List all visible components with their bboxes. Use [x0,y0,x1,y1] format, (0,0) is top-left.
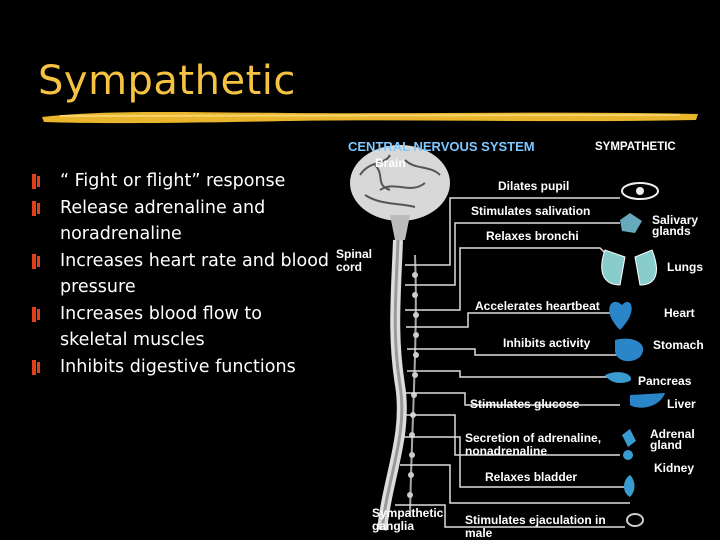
sympathetic-header: SYMPATHETIC [595,141,676,153]
adrenal-gland-icon [622,429,636,460]
sympathetic-ganglia-label: Sympathetic ganglia [372,506,444,533]
bullet-text: Increases blood flow to skeletal muscles [60,304,262,350]
brain-label: Brain [375,156,406,170]
organ-lungs-label: Lungs [667,260,703,274]
organ-pancreas-label: Pancreas [638,374,692,388]
sympathetic-diagram: CENTRAL NERVOUS SYSTEM SYMPATHETIC Brain… [330,135,720,540]
bullet-item: Release adrenaline and noradrenaline [30,195,330,247]
reproductive-organ-icon [626,513,644,527]
effect-stimulates-glucose: Stimulates glucose [470,397,580,411]
ganglia-chain-icon [407,254,419,516]
eye-icon [621,182,659,200]
organ-stomach-label: Stomach [653,338,704,352]
spinal-cord-icon [377,239,407,531]
kidney-icon [624,475,635,497]
lungs-icon [601,249,657,286]
bullet-marker-icon [32,360,40,375]
salivary-glands-icon [620,213,642,233]
effect-relaxes-bladder: Relaxes bladder [485,470,578,484]
organ-kidney-label: Kidney [654,461,695,475]
stomach-icon [615,338,644,362]
effect-inhibits-activity: Inhibits activity [503,336,591,350]
slide-title: Sympathetic [38,58,296,104]
bullet-text: Inhibits digestive functions [60,357,296,377]
bullet-item: Inhibits digestive functions [30,354,330,380]
heart-icon [609,301,632,330]
bullet-marker-icon [32,201,40,216]
bullet-item: Increases heart rate and blood pressure [30,248,330,300]
bullet-marker-icon [32,307,40,322]
effect-dilates-pupil: Dilates pupil [498,179,570,193]
diagram-graphics [350,145,665,531]
bullet-text: Increases heart rate and blood pressure [60,251,330,297]
bullet-marker-icon [32,174,40,189]
organ-heart-label: Heart [664,306,695,320]
bullet-list: “ Fight or flight” response Release adre… [30,168,330,381]
liver-icon [630,393,665,408]
effect-secretion-adrenaline: Secretion of adrenaline, nonadrenaline [465,431,602,458]
bullet-text: Release adrenaline and noradrenaline [60,198,266,244]
bullet-marker-icon [32,254,40,269]
organ-salivary-glands-label: Salivary glands [652,213,699,238]
bullet-item: Increases blood flow to skeletal muscles [30,301,330,353]
title-underline-brush [42,111,698,124]
effect-stimulates-ejaculation: Stimulates ejaculation in male [465,513,606,540]
bullet-item: “ Fight or flight” response [30,168,330,194]
bullet-text: “ Fight or flight” response [60,171,286,191]
cns-header: CENTRAL NERVOUS SYSTEM [348,139,535,154]
organ-liver-label: Liver [667,397,696,411]
effect-accelerates-heartbeat: Accelerates heartbeat [475,299,600,313]
nerve-lines [395,197,630,528]
spinal-cord-label: Spinal cord [336,247,373,274]
pancreas-icon [605,372,631,383]
brain-icon [350,145,450,240]
effect-relaxes-bronchi: Relaxes bronchi [486,229,579,243]
effect-stimulates-salivation: Stimulates salivation [471,204,591,218]
organ-adrenal-gland-label: Adrenal gland [650,427,695,452]
